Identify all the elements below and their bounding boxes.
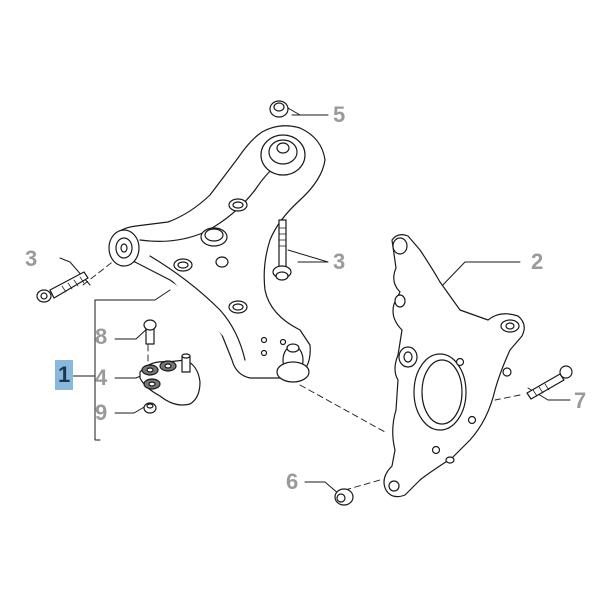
callout-6[interactable]: 6 [286,469,299,494]
callout-8[interactable]: 8 [95,324,108,349]
callout-3-front[interactable]: 3 [25,246,38,271]
callout-1[interactable]: 1 [55,360,74,390]
callout-7[interactable]: 7 [574,388,587,413]
bolt-front [36,271,89,303]
steering-knuckle [383,234,525,498]
bolt-rear [272,219,292,281]
nut-top [269,100,289,118]
bolt-knuckle [526,365,573,400]
ball-joint [139,353,201,406]
ball-joint-bolt [143,319,157,345]
callout-5[interactable]: 5 [333,102,346,127]
callout-9[interactable]: 9 [95,400,108,425]
control-arm [108,125,326,383]
callout-3-rear[interactable]: 3 [333,249,346,274]
callout-4[interactable]: 4 [95,365,108,390]
nut-bottom [334,488,354,506]
callout-2[interactable]: 2 [531,249,544,274]
ball-joint-nut [143,402,157,414]
leader-lines [59,107,571,496]
